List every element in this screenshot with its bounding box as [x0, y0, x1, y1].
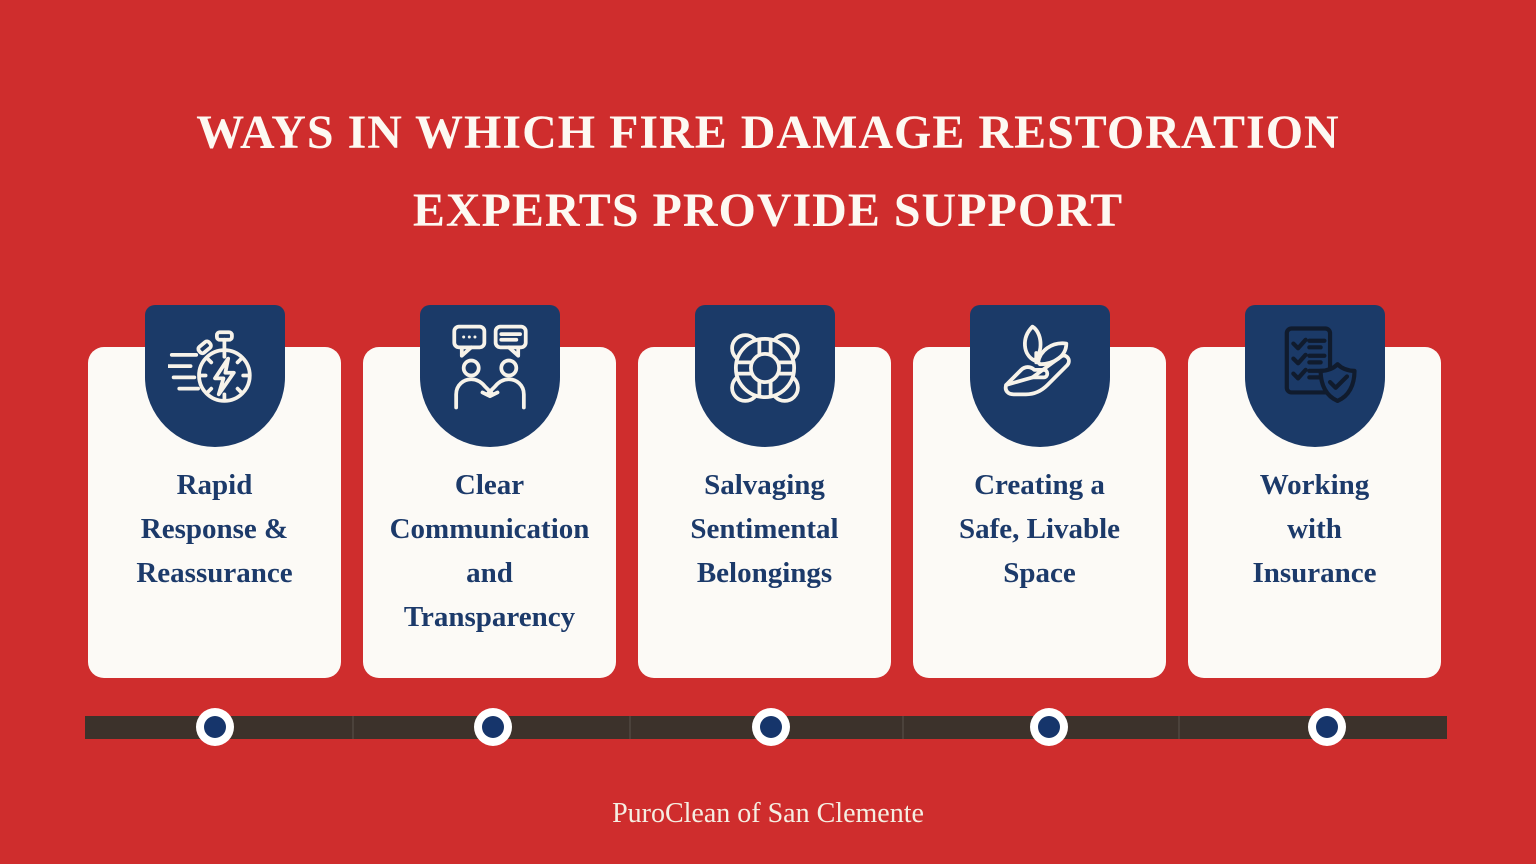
card-safe-space: Creating a Safe, Livable Space — [913, 305, 1166, 678]
label-line: Insurance — [1252, 557, 1377, 589]
label-line: and — [466, 557, 513, 589]
timeline-dot-core — [760, 716, 782, 738]
timeline-dot-core — [482, 716, 504, 738]
page-title: WAYS IN WHICH FIRE DAMAGE RESTORATION EX… — [0, 94, 1536, 250]
label-line: Sentimental — [690, 513, 839, 545]
page-title-line2: EXPERTS PROVIDE SUPPORT — [412, 184, 1124, 237]
card-label: Clear Communication and Transparency — [363, 463, 616, 639]
label-line: Space — [1003, 557, 1076, 589]
label-line: Communication — [389, 513, 590, 545]
footer-brand: PuroClean of San Clemente — [612, 798, 924, 829]
label-line: Working — [1259, 469, 1370, 501]
timeline-dot — [474, 708, 512, 746]
page-title-line1: WAYS IN WHICH FIRE DAMAGE RESTORATION — [196, 106, 1340, 159]
label-line: Clear — [454, 469, 525, 501]
card-label: Rapid Response & Reassurance — [88, 463, 341, 595]
label-line: Belongings — [696, 557, 833, 589]
label-line: Rapid — [176, 469, 253, 501]
timeline-dot — [1308, 708, 1346, 746]
timeline-dot — [196, 708, 234, 746]
label-line: Response & — [140, 513, 289, 545]
communication-handshake-icon — [451, 324, 528, 410]
cards-row: Rapid Response & Reassurance — [88, 305, 1441, 678]
card-rapid-response: Rapid Response & Reassurance — [88, 305, 341, 678]
card-clear-communication: Clear Communication and Transparency — [363, 305, 616, 678]
label-line: Creating a — [974, 469, 1105, 501]
label-line: Transparency — [403, 601, 576, 633]
icon-badge — [419, 305, 560, 447]
timeline-dot — [1030, 708, 1068, 746]
card-label: Salvaging Sentimental Belongings — [638, 463, 891, 595]
timeline-dot-core — [1316, 716, 1338, 738]
lifebuoy-icon — [729, 333, 800, 403]
card-label: Creating a Safe, Livable Space — [913, 463, 1166, 595]
label-line: Salvaging — [704, 469, 825, 501]
icon-badge — [144, 305, 285, 447]
hand-sprout-icon — [1003, 324, 1071, 397]
timeline-seam — [629, 716, 631, 739]
timeline-dot-core — [1038, 716, 1060, 738]
icon-badge — [1244, 305, 1385, 447]
card-working-insurance: Working with Insurance — [1188, 305, 1441, 678]
timeline-seam — [352, 716, 354, 739]
label-line: with — [1287, 513, 1342, 545]
timeline-seam — [902, 716, 904, 739]
icon-badge — [969, 305, 1110, 447]
timeline-dot-core — [204, 716, 226, 738]
icon-badge — [694, 305, 835, 447]
speed-stopwatch-icon — [167, 330, 252, 403]
checklist-shield-icon — [1284, 326, 1357, 404]
timeline-dot — [752, 708, 790, 746]
label-line: Reassurance — [136, 557, 293, 589]
label-line: Safe, Livable — [958, 513, 1121, 545]
card-salvaging-belongings: Salvaging Sentimental Belongings — [638, 305, 891, 678]
timeline-seam — [1178, 716, 1180, 739]
card-label: Working with Insurance — [1188, 463, 1441, 595]
